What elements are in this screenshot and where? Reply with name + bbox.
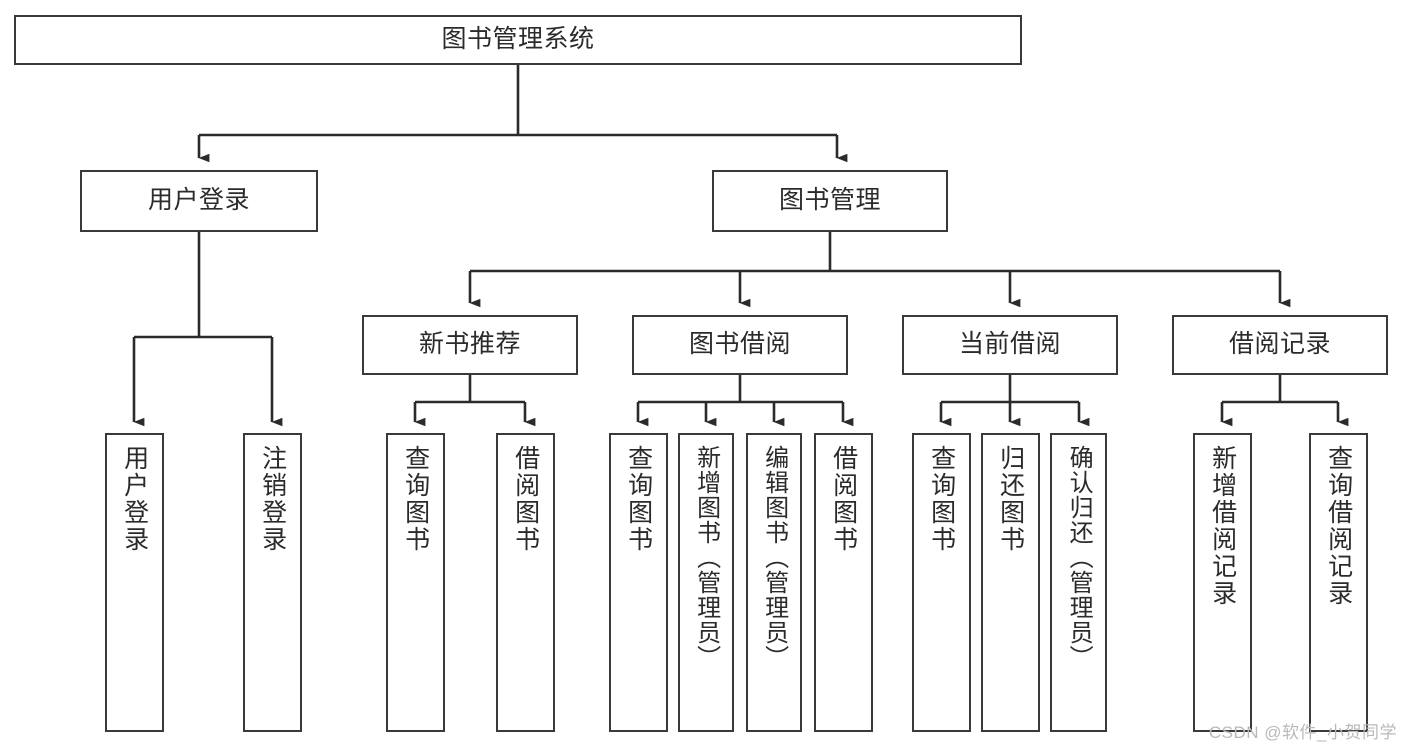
leaf-logout[interactable]: 注销登录 [243,433,302,732]
leaf-add-borrow-record[interactable]: 新增借阅记录 [1193,433,1252,732]
node-label: 当前借阅 [958,330,1061,359]
node-label: 用户登录 [120,445,149,553]
node-label: 新增图书（管理员） [692,445,720,670]
node-label: 查询图书 [624,445,653,553]
node-label: 归还图书 [996,445,1025,553]
node-label: 借阅记录 [1228,330,1331,359]
leaf-query-book-current[interactable]: 查询图书 [912,433,971,732]
node-current-borrow[interactable]: 当前借阅 [902,315,1118,375]
node-label: 查询图书 [401,445,430,553]
csdn-watermark: CSDN @软件_小贺同学 [1208,723,1397,742]
leaf-return-book[interactable]: 归还图书 [981,433,1040,732]
node-label: 注销登录 [258,445,287,553]
leaf-add-book-admin[interactable]: 新增图书（管理员） [678,433,734,732]
node-label: 借阅图书 [511,445,540,553]
leaf-edit-book-admin[interactable]: 编辑图书（管理员） [746,433,802,732]
node-borrow-record[interactable]: 借阅记录 [1172,315,1388,375]
node-label: 查询借阅记录 [1324,445,1353,607]
node-new-book-recommend[interactable]: 新书推荐 [362,315,578,375]
node-book-borrow[interactable]: 图书借阅 [632,315,848,375]
node-label: 编辑图书（管理员） [760,445,788,670]
node-label: 图书管理系统 [441,25,595,54]
leaf-user-login[interactable]: 用户登录 [105,433,164,732]
leaf-query-borrow-record[interactable]: 查询借阅记录 [1309,433,1368,732]
node-book-management[interactable]: 图书管理 [712,170,948,232]
node-label: 图书借阅 [688,330,791,359]
node-root-book-management-system[interactable]: 图书管理系统 [14,15,1022,65]
leaf-confirm-return-admin[interactable]: 确认归还（管理员） [1050,433,1107,732]
node-label: 借阅图书 [829,445,858,553]
node-label: 确认归还（管理员） [1065,445,1093,670]
leaf-query-book-borrow[interactable]: 查询图书 [609,433,668,732]
leaf-borrow-book[interactable]: 借阅图书 [814,433,873,732]
leaf-borrow-book-recommend[interactable]: 借阅图书 [496,433,555,732]
leaf-query-book-recommend[interactable]: 查询图书 [386,433,445,732]
node-label: 新书推荐 [418,330,521,359]
node-label: 图书管理 [778,186,881,215]
node-label: 用户登录 [147,186,250,215]
node-label: 新增借阅记录 [1208,445,1237,607]
node-label: 查询图书 [927,445,956,553]
node-user-login[interactable]: 用户登录 [80,170,318,232]
